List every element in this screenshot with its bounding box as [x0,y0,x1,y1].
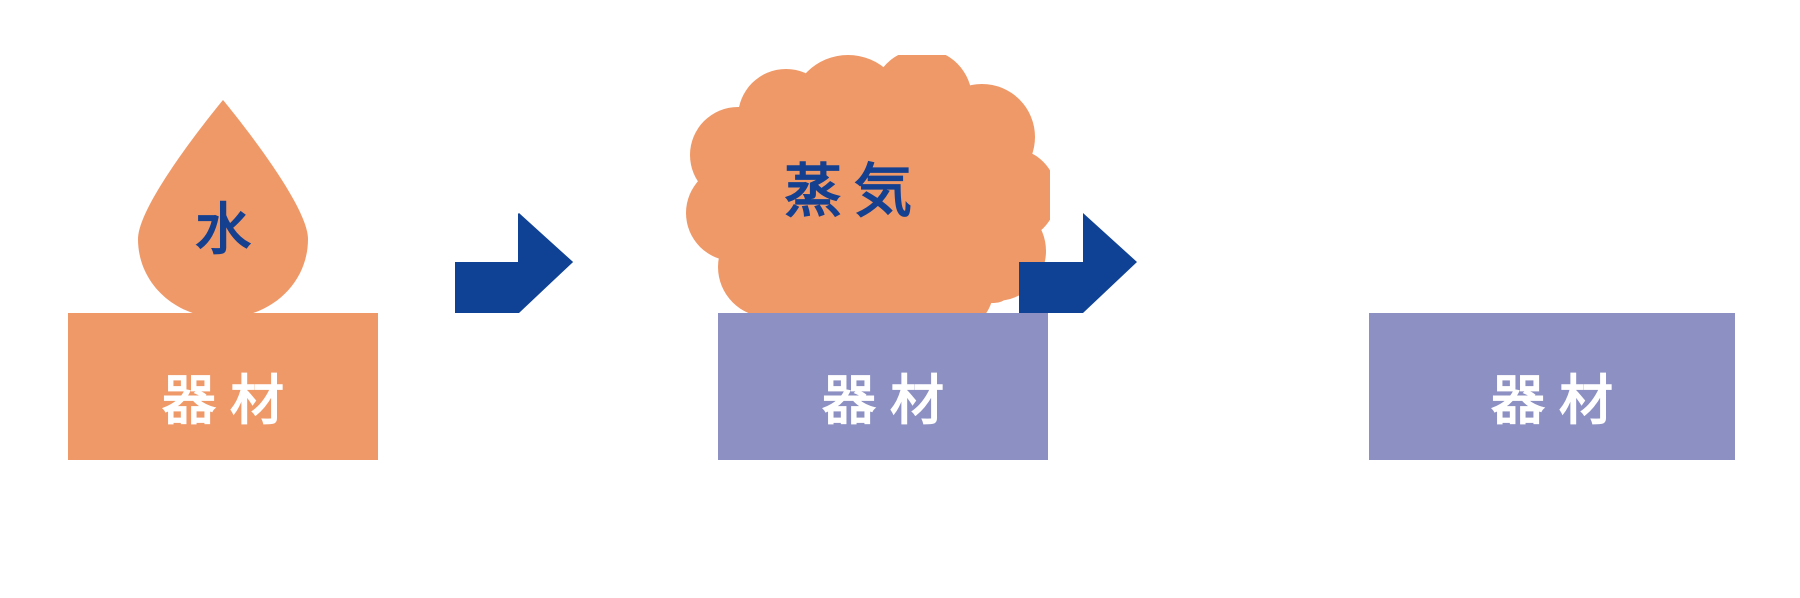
equipment-bar-label: 器材 [1491,370,1627,431]
arrow-right-icon [455,213,573,313]
water-droplet-label: 水 [195,198,251,261]
equipment-bar-label: 器材 [162,370,298,431]
steam-cloud-icon: 蒸気 [646,55,1050,321]
equipment-bar-step-2: 器材 [718,313,1048,460]
water-droplet-shape [138,100,308,318]
arrow-right-icon [1019,213,1137,313]
steam-cloud-shape [686,55,1050,321]
equipment-bar-label: 器材 [822,370,958,431]
arrow-right-shape [1019,213,1137,313]
steam-cloud-label: 蒸気 [783,159,924,224]
water-droplet-icon: 水 [138,98,308,320]
equipment-bar-step-1: 器材 [68,313,378,460]
arrow-right-shape [455,213,573,313]
equipment-bar-step-3: 器材 [1369,313,1735,460]
